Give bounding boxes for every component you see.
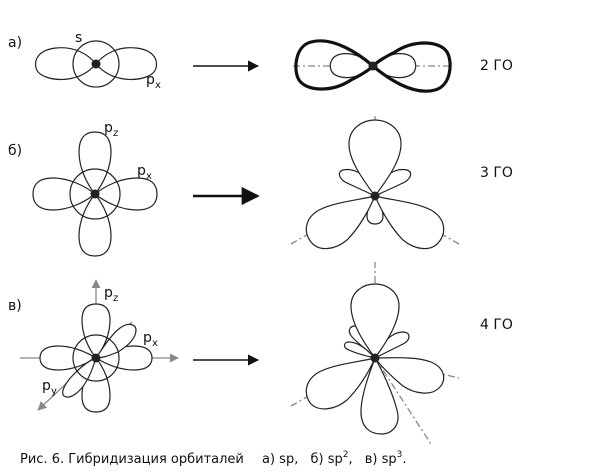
orbital-label-py-c: p xyxy=(42,378,51,394)
p-orbital-a xyxy=(34,40,158,88)
figure-caption: Рис. 6. Гибридизация орбиталей а) sp, б)… xyxy=(20,450,407,467)
caption-c-end: . xyxy=(402,452,406,467)
sp-hybrids xyxy=(293,39,453,93)
orbital-subscript-x: x xyxy=(155,80,161,91)
caption-prefix: Рис. 6. Гибридизация орбиталей xyxy=(20,452,244,467)
row-b: б) p z p x 3 ГО xyxy=(8,116,513,257)
result-c: 4 ГО xyxy=(480,317,513,333)
sp2-hybrids xyxy=(290,116,460,250)
row-c-label: в) xyxy=(8,298,22,314)
result-a: 2 ГО xyxy=(480,58,513,74)
row-b-label: б) xyxy=(8,143,22,159)
orbital-label-pz-b: p xyxy=(104,120,113,136)
caption-b-sup: 2 xyxy=(343,450,349,460)
caption-b-base: б) sp xyxy=(310,452,342,467)
orbital-label-pz-c: p xyxy=(104,285,113,301)
caption-c-sup: 3 xyxy=(397,450,403,460)
row-a: а) s p x 2 ГО xyxy=(8,30,513,93)
orbital-subscript-x-c: x xyxy=(152,338,158,349)
orbital-label-p: p xyxy=(146,72,155,88)
caption-c-base: в) sp xyxy=(365,452,397,467)
pz-px-orbitals xyxy=(32,131,158,257)
caption-a: а) sp, xyxy=(262,452,298,467)
orbital-subscript-z-c: z xyxy=(113,293,118,304)
orbital-subscript-z-b: z xyxy=(113,128,118,139)
orbital-label-px-c: p xyxy=(143,330,152,346)
orbital-subscript-y-c: y xyxy=(51,386,57,397)
orbital-label-px-b: p xyxy=(137,163,146,179)
sp3-hybrids xyxy=(290,262,460,445)
pz-px-py-orbitals xyxy=(20,279,179,413)
row-c: в) p z p x p y xyxy=(8,262,513,445)
orbital-label-s: s xyxy=(75,30,82,46)
row-a-label: а) xyxy=(8,35,22,51)
caption-b-end: , xyxy=(348,452,352,467)
orbital-subscript-x-b: x xyxy=(146,171,152,182)
result-b: 3 ГО xyxy=(480,165,513,181)
